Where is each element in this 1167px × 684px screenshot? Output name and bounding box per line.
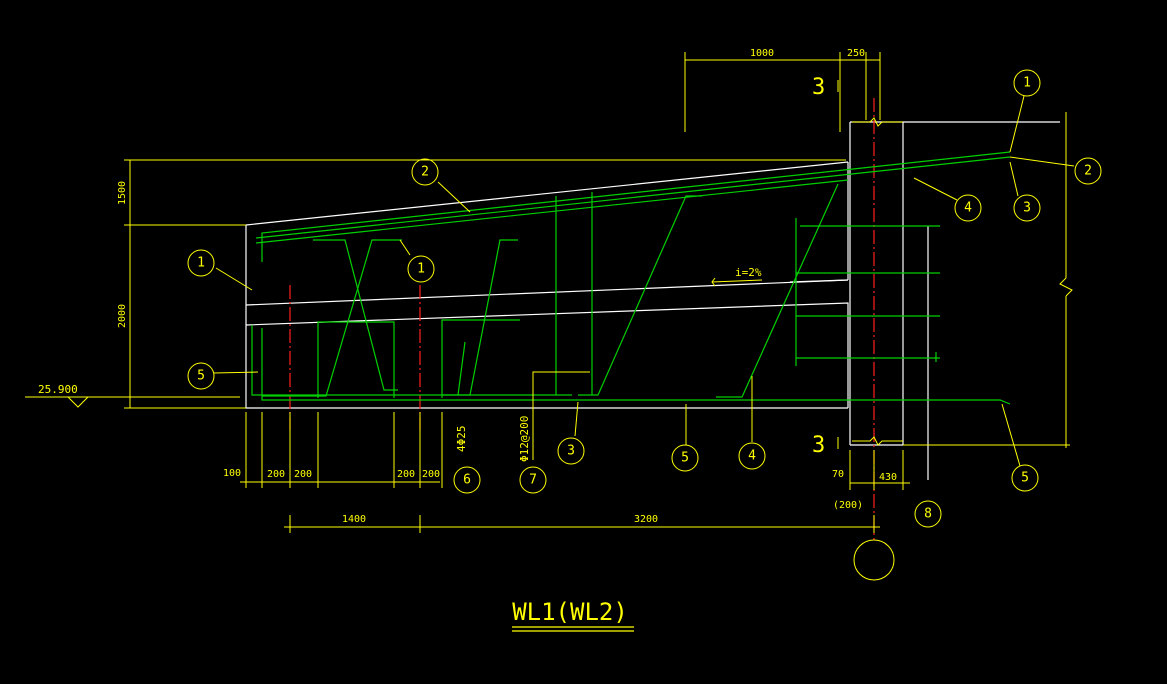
- axis-lines: [289, 98, 875, 540]
- dim-1000: 1000: [750, 48, 774, 59]
- dim-100: 100: [223, 468, 241, 479]
- dim-200-c: 200: [397, 469, 415, 480]
- section-mark-bottom: 3: [812, 433, 825, 458]
- dim-2000: 2000: [117, 304, 128, 328]
- bottom-note-200: (200): [833, 500, 863, 511]
- callout-circles: [187, 69, 1102, 581]
- callout-3-right: 3: [1023, 201, 1031, 216]
- callout-1-left: 1: [197, 256, 205, 271]
- dim-1500: 1500: [117, 181, 128, 205]
- dim-1400: 1400: [342, 514, 366, 525]
- callout-5-left: 5: [197, 369, 205, 384]
- level-mark: 25.900: [38, 383, 78, 396]
- callout-6: 6: [463, 473, 471, 488]
- dimension-lines: [25, 52, 1073, 533]
- callout-1-mid: 1: [417, 262, 425, 277]
- slope-label: i=2%: [735, 266, 762, 279]
- section-mark-top: 3: [812, 75, 825, 100]
- dim-250: 250: [847, 48, 865, 59]
- callout-3-bottom: 3: [567, 444, 575, 459]
- callout-2-right: 2: [1084, 164, 1092, 179]
- callout-4-right: 4: [964, 201, 972, 216]
- callout-8: 8: [924, 507, 932, 522]
- title-block: WL1(WL2): [512, 598, 634, 632]
- dim-3200: 3200: [634, 514, 658, 525]
- callout-1-top: 1: [1023, 76, 1031, 91]
- dim-200-b: 200: [294, 469, 312, 480]
- dim-200-d: 200: [422, 469, 440, 480]
- rebar-label-6: 4Φ25: [455, 426, 468, 453]
- callout-7: 7: [529, 473, 537, 488]
- callout-2-top: 2: [421, 165, 429, 180]
- dim-70: 70: [832, 469, 844, 480]
- callout-leaders: [213, 95, 1075, 467]
- callout-5-bottom: 5: [681, 451, 689, 466]
- dim-200-a: 200: [267, 469, 285, 480]
- callout-4-bottom: 4: [748, 449, 756, 464]
- dim-430: 430: [879, 472, 897, 483]
- callout-5-right: 5: [1021, 471, 1029, 486]
- beam-outline: [245, 121, 1060, 480]
- drawing-title: WL1(WL2): [512, 598, 628, 626]
- rebar-label-7: Φ12@200: [518, 416, 531, 462]
- rebar: [251, 151, 1011, 405]
